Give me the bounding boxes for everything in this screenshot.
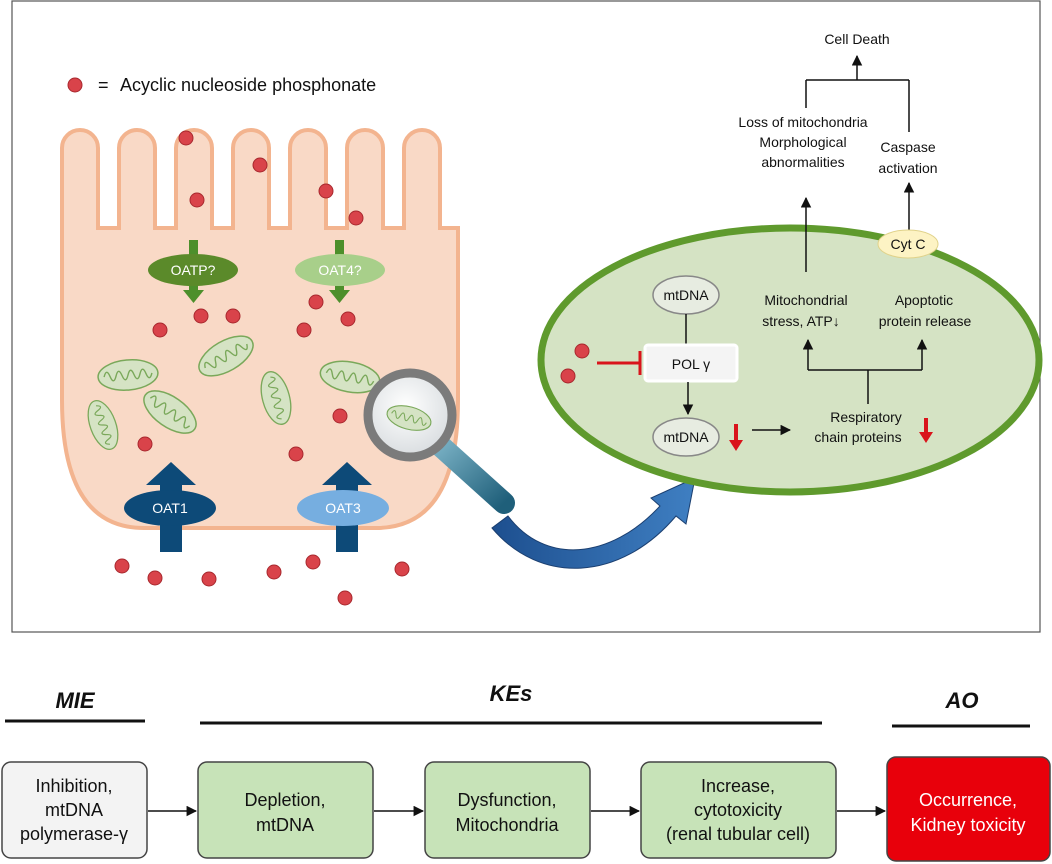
- pol-gamma-label: POL γ: [672, 356, 710, 372]
- pol-gamma-box: [643, 343, 739, 383]
- cytc-node: [877, 229, 939, 259]
- oat3-label: OAT3: [325, 500, 361, 516]
- box-ke1-line2: mtDNA: [256, 815, 314, 835]
- renal-cell-body: [60, 128, 460, 530]
- aop-box-ke1: [197, 761, 374, 859]
- legend-equals: =: [98, 75, 109, 95]
- box-ke2-line2: Mitochondria: [455, 815, 559, 835]
- oat1-transporter: [124, 490, 216, 526]
- box-mie-line1: Inhibition,: [35, 776, 112, 796]
- loss-line1: Loss of mitochondria: [738, 114, 867, 130]
- kes-label: KEs: [490, 681, 533, 706]
- resp-line1: Respiratory: [830, 409, 902, 425]
- caspase-line2: activation: [878, 160, 937, 176]
- oatp-label: OATP?: [171, 262, 216, 278]
- box-ke3-line2: cytotoxicity: [694, 800, 782, 820]
- oat4-transporter: [295, 254, 385, 286]
- box-ke1-line1: Depletion,: [244, 790, 325, 810]
- apop-line1: Apoptotic: [895, 292, 953, 308]
- oat4-arrow-head-icon: [329, 290, 350, 303]
- mtdna-bottom-node: [652, 417, 720, 457]
- box-mie-line3: polymerase-γ: [20, 824, 128, 844]
- aop-box-ke2: [424, 761, 591, 859]
- drug-dot-mito-2: [560, 368, 576, 384]
- resp-decrease-arrow-icon: [919, 418, 933, 443]
- legend-text: Acyclic nucleoside phosphonate: [120, 75, 376, 95]
- loss-line2: Morphological: [759, 134, 846, 150]
- cell-death-label: Cell Death: [824, 31, 889, 47]
- box-ke2-line1: Dysfunction,: [457, 790, 556, 810]
- mtdna-top-label: mtDNA: [663, 287, 709, 303]
- drug-dots: [114, 130, 410, 606]
- aop-box-mie: [1, 761, 148, 859]
- drug-dot-mito-1: [574, 343, 590, 359]
- legend-dot-icon: [67, 77, 83, 93]
- oat4-label: OAT4?: [318, 262, 362, 278]
- mtdna-bottom-label: mtDNA: [663, 429, 709, 445]
- apop-line2: protein release: [879, 313, 972, 329]
- mtdna-decrease-arrow-icon: [729, 424, 743, 451]
- caspase-line1: Caspase: [880, 139, 935, 155]
- box-ke3-line1: Increase,: [701, 776, 775, 796]
- box-ao-line1: Occurrence,: [919, 790, 1017, 810]
- magnifier-handle: [423, 429, 515, 514]
- stress-line2: stress, ATP↓: [762, 313, 840, 329]
- cytc-label: Cyt C: [891, 236, 926, 252]
- zoom-curved-arrow-icon: [491, 477, 696, 569]
- box-ao-line2: Kidney toxicity: [910, 815, 1025, 835]
- oatp-arrow-head-icon: [183, 290, 204, 303]
- loss-line3: abnormalities: [761, 154, 844, 170]
- oatp-transporter: [148, 254, 238, 286]
- oat1-label: OAT1: [152, 500, 188, 516]
- aop-box-ao: [886, 756, 1051, 862]
- box-mie-line2: mtDNA: [45, 800, 103, 820]
- mie-label: MIE: [55, 688, 95, 713]
- box-ke3-line3: (renal tubular cell): [666, 824, 810, 844]
- stress-line1: Mitochondrial: [764, 292, 847, 308]
- resp-line2: chain proteins: [814, 429, 901, 445]
- mitochondrion-enlarged: [537, 224, 1043, 496]
- aop-box-ke3: [640, 761, 837, 859]
- ao-label: AO: [945, 688, 979, 713]
- oat3-transporter: [297, 490, 389, 526]
